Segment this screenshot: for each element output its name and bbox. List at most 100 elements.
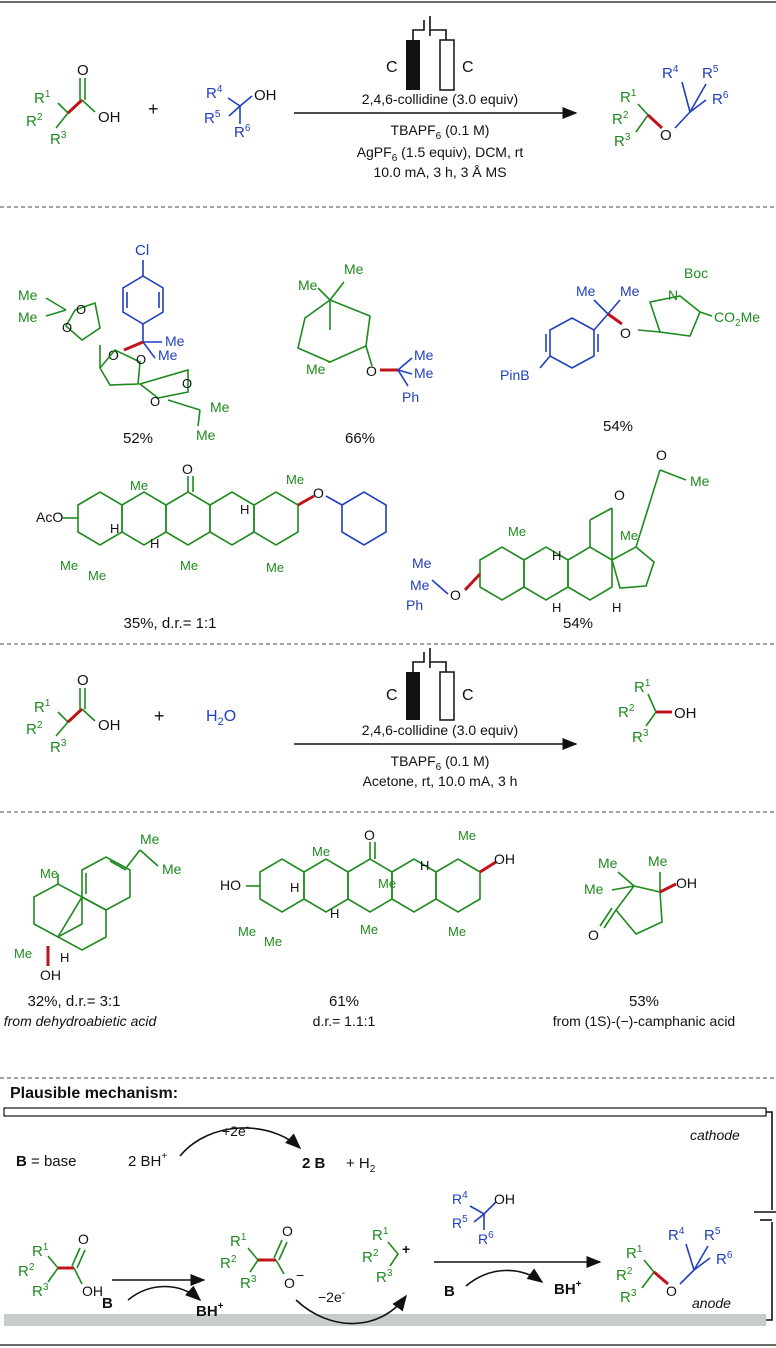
svg-text:R6: R6 xyxy=(478,1230,494,1247)
scheme1-cond3: AgPF6 (1.5 equiv), DCM, rt xyxy=(357,144,524,164)
svg-text:Me: Me xyxy=(306,361,326,377)
svg-text:Me: Me xyxy=(448,924,466,939)
svg-text:Me: Me xyxy=(584,881,604,897)
svg-text:OH: OH xyxy=(674,705,697,722)
svg-text:H: H xyxy=(552,600,561,615)
svg-text:C: C xyxy=(462,687,474,704)
svg-text:OH: OH xyxy=(494,1191,515,1207)
scheme1-cond1: 2,4,6-collidine (3.0 equiv) xyxy=(362,91,518,107)
svg-text:OH: OH xyxy=(82,1283,103,1299)
mech-base-1: B xyxy=(102,1295,113,1312)
svg-text:Boc: Boc xyxy=(684,265,708,281)
svg-text:O: O xyxy=(284,1275,295,1291)
svg-text:O: O xyxy=(364,827,375,843)
svg-text:O: O xyxy=(62,320,72,335)
svg-text:R3: R3 xyxy=(632,728,649,746)
svg-text:H: H xyxy=(110,521,119,536)
scheme1-ether-product: R1 R2 R3 O R4 R5 R6 xyxy=(612,64,729,150)
cathode-plate xyxy=(3,1107,767,1117)
svg-text:53%: 53% xyxy=(629,993,659,1010)
mech-base-2: B xyxy=(444,1283,455,1300)
svg-text:R1: R1 xyxy=(372,1226,389,1244)
svg-text:52%: 52% xyxy=(123,430,153,447)
scheme2-electrodes-icon: C C xyxy=(386,648,474,721)
svg-text:HO: HO xyxy=(220,877,241,893)
mech-bh-1: BH+ xyxy=(196,1301,224,1320)
svg-text:Me: Me xyxy=(620,283,640,299)
svg-text:Me: Me xyxy=(690,473,710,489)
svg-text:Me: Me xyxy=(210,399,230,415)
svg-text:N: N xyxy=(668,287,678,303)
svg-text:R2: R2 xyxy=(26,720,43,738)
scheme2-plus: + xyxy=(154,706,165,726)
svg-text:R2: R2 xyxy=(18,1262,35,1280)
svg-text:R3: R3 xyxy=(614,132,631,150)
svg-text:Me: Me xyxy=(360,922,378,937)
svg-text:R2: R2 xyxy=(618,703,635,721)
mech-carboxylate: R1 R2 R3 O O − xyxy=(220,1223,304,1292)
svg-text:Ph: Ph xyxy=(406,597,423,613)
svg-text:R1: R1 xyxy=(230,1232,247,1250)
svg-text:O: O xyxy=(660,127,672,144)
svg-text:O: O xyxy=(656,447,667,463)
svg-text:Me: Me xyxy=(88,568,106,583)
svg-text:R5: R5 xyxy=(702,64,719,82)
svg-text:OH: OH xyxy=(40,967,61,983)
svg-text:Me: Me xyxy=(598,855,618,871)
svg-text:H: H xyxy=(612,600,621,615)
svg-text:O: O xyxy=(182,376,192,391)
svg-text:35%, d.r.= 1:1: 35%, d.r.= 1:1 xyxy=(124,615,217,632)
svg-text:O: O xyxy=(108,347,119,363)
mech-carbocation: R1 R2 R3 + xyxy=(362,1226,410,1286)
svg-text:H: H xyxy=(240,502,249,517)
svg-text:O: O xyxy=(77,672,89,689)
svg-text:Me: Me xyxy=(458,828,476,843)
mech-alcohol: R4 R5 R6 OH xyxy=(452,1190,515,1247)
svg-text:OH: OH xyxy=(676,875,697,891)
svg-text:R3: R3 xyxy=(240,1274,257,1292)
scheme2-cond3: Acetone, rt, 10.0 mA, 3 h xyxy=(363,773,518,789)
scheme2-alcohol-product: R1 R2 R3 OH xyxy=(618,678,697,746)
svg-text:Me: Me xyxy=(414,365,434,381)
svg-text:R6: R6 xyxy=(716,1250,733,1268)
svg-text:OH: OH xyxy=(494,851,515,867)
svg-text:Me: Me xyxy=(378,876,396,891)
svg-text:66%: 66% xyxy=(345,430,375,447)
svg-text:O: O xyxy=(78,1231,89,1247)
ether-product-3: Me Me O PinB N Boc CO2Me 54% xyxy=(500,265,760,435)
mech-ether: R1 R2 R3 O R4 R5 R6 xyxy=(616,1226,733,1306)
base-definition: B = base xyxy=(16,1153,76,1170)
anode-plate xyxy=(4,1314,766,1326)
ether-product-4: AcO O Me Me Me H H H Me Me Me O 35%, d.r… xyxy=(36,461,387,632)
svg-text:61%: 61% xyxy=(329,993,359,1010)
svg-text:O: O xyxy=(588,927,599,943)
mech-arc-1 xyxy=(127,1285,202,1302)
cathode-b: 2 B xyxy=(302,1155,326,1172)
svg-text:Me: Me xyxy=(180,558,198,573)
svg-text:Me: Me xyxy=(140,831,160,847)
cathode-electrons: +2e- xyxy=(222,1122,249,1139)
svg-text:O: O xyxy=(136,352,146,367)
svg-text:Me: Me xyxy=(286,472,304,487)
svg-text:R1: R1 xyxy=(32,1242,49,1260)
scheme1-electrodes-icon: C C xyxy=(386,16,474,91)
svg-text:Me: Me xyxy=(410,577,430,593)
svg-text:Ph: Ph xyxy=(402,389,419,405)
svg-text:Me: Me xyxy=(196,427,216,443)
ether-product-2: Me Me Me O Me Me Ph 66% xyxy=(297,261,434,447)
scheme2-acid: R1 R2 R3 O OH xyxy=(26,672,121,756)
cathode-label: cathode xyxy=(690,1127,740,1143)
mech-arc-3 xyxy=(465,1268,544,1287)
svg-text:H: H xyxy=(150,536,159,551)
svg-text:R2: R2 xyxy=(616,1266,633,1284)
scheme1-cond2: TBAPF6 (0.1 M) xyxy=(391,122,490,142)
svg-text:Me: Me xyxy=(414,347,434,363)
cathode-arc xyxy=(179,1127,302,1157)
scheme2-cond2: TBAPF6 (0.1 M) xyxy=(391,753,490,773)
mechanism-title: Plausible mechanism: xyxy=(10,1085,178,1102)
svg-text:PinB: PinB xyxy=(500,367,530,383)
svg-text:O: O xyxy=(620,325,631,341)
svg-text:d.r.= 1.1:1: d.r.= 1.1:1 xyxy=(313,1013,376,1029)
svg-text:Me: Me xyxy=(266,560,284,575)
cathode-h2: + H2 xyxy=(346,1155,376,1175)
